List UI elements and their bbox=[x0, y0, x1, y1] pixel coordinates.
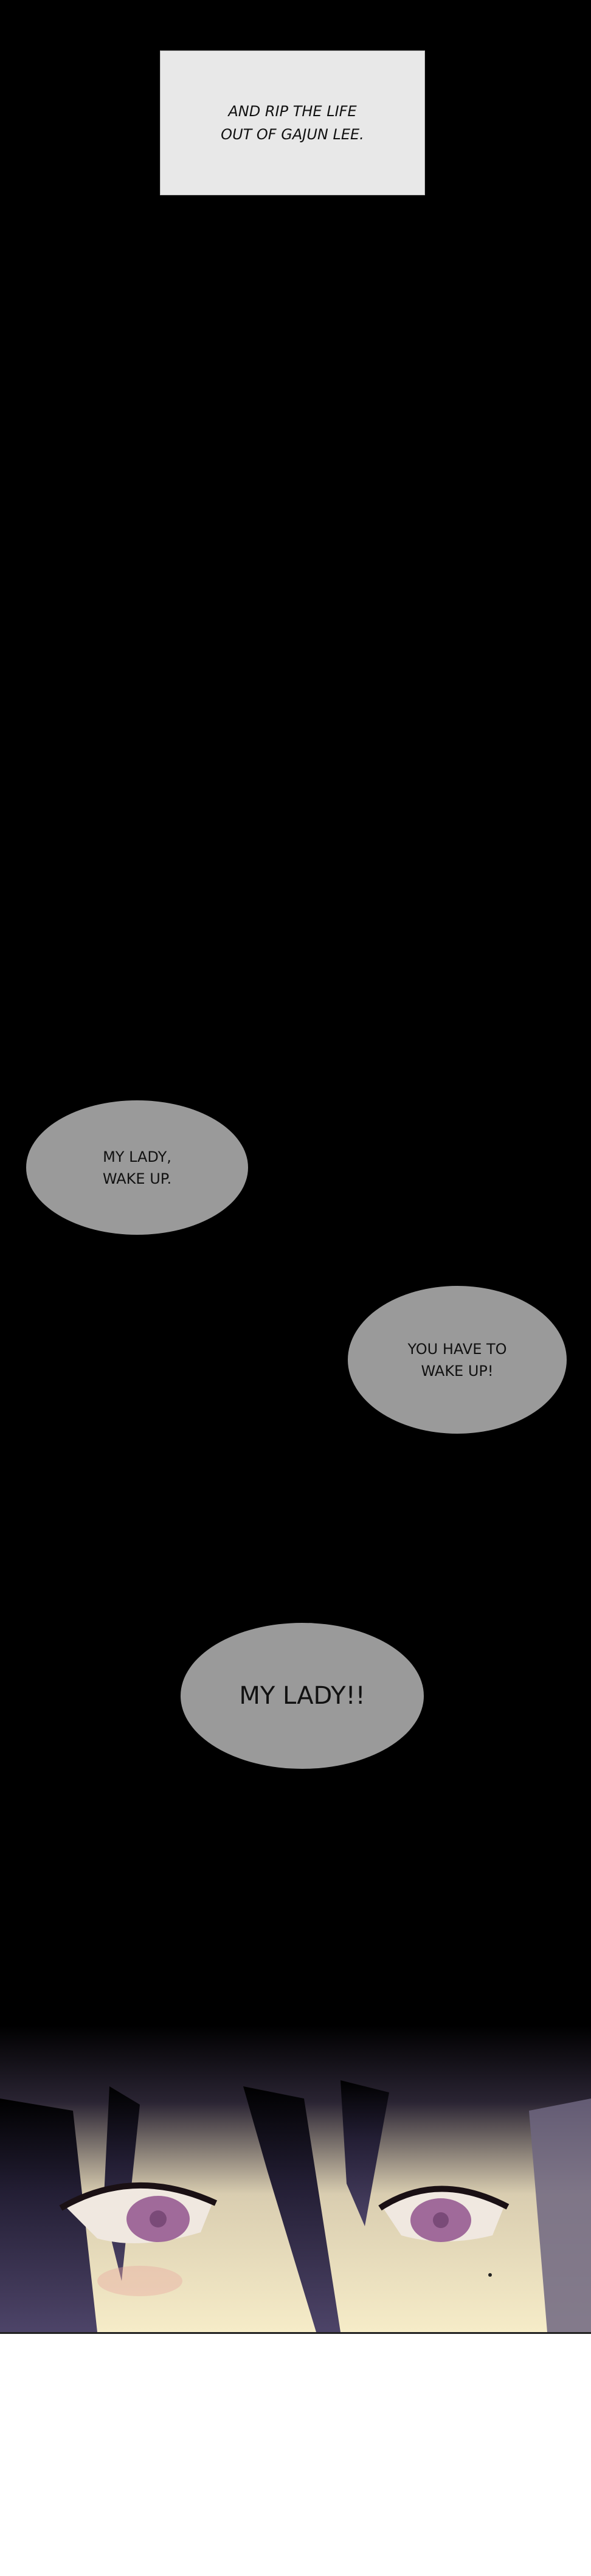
caption-line: AND RIP THE LIFE bbox=[228, 103, 357, 120]
caption-line: OUT OF GAJUN LEE. bbox=[221, 126, 364, 143]
speech-bubble: MY LADY!! bbox=[181, 1623, 424, 1769]
speech-bubble: MY LADY, WAKE UP. bbox=[26, 1100, 248, 1235]
speech-bubble: YOU HAVE TO WAKE UP! bbox=[348, 1286, 567, 1434]
left-eye bbox=[59, 2182, 218, 2243]
bubble-line: WAKE UP! bbox=[421, 1362, 494, 1380]
caption-box: AND RIP THE LIFE OUT OF GAJUN LEE. bbox=[160, 50, 425, 195]
bubble-line: YOU HAVE TO bbox=[407, 1340, 507, 1358]
bubble-line: MY LADY!! bbox=[239, 1682, 365, 1710]
panel-border bbox=[0, 2332, 591, 2334]
bubble-line: MY LADY, bbox=[103, 1148, 171, 1165]
eyes-illustration bbox=[0, 2026, 591, 2332]
right-eye bbox=[378, 2185, 510, 2242]
bubble-line: WAKE UP. bbox=[102, 1170, 172, 1187]
